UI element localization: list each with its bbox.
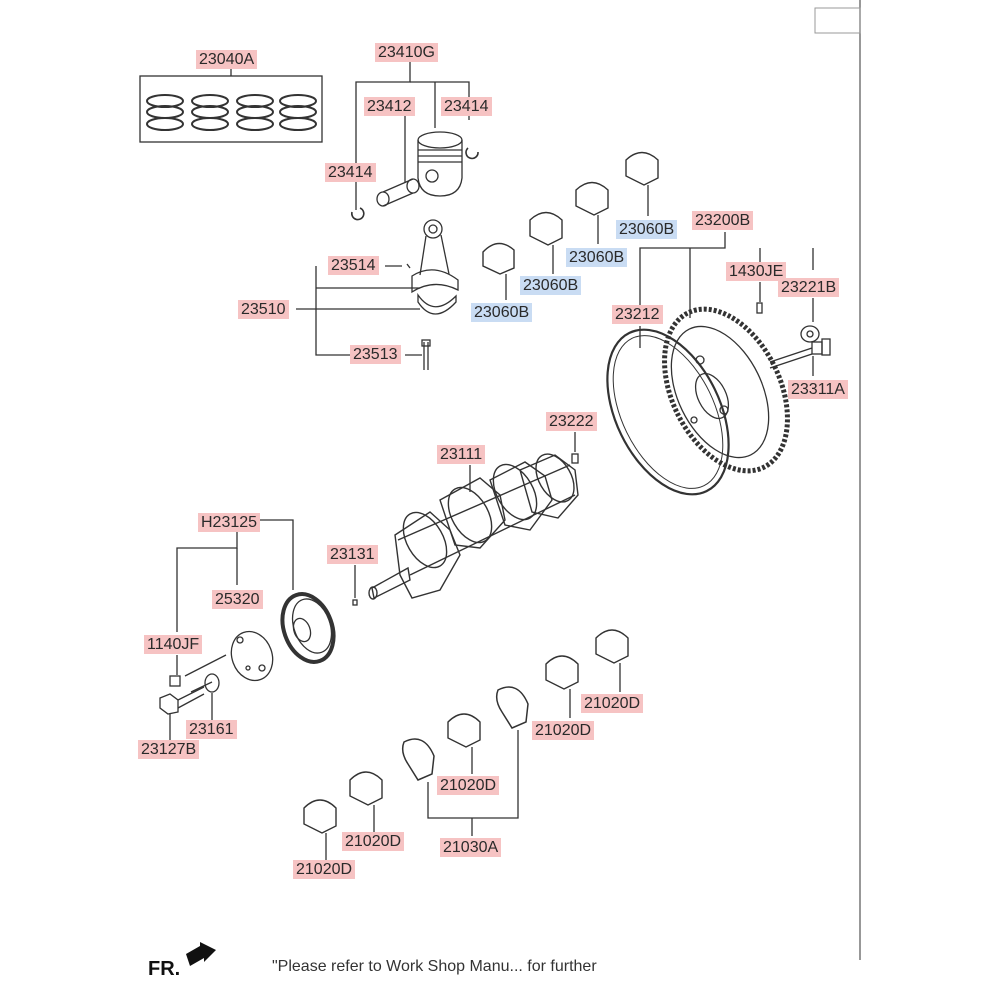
piston-ring-set (139, 68, 323, 143)
label-23131[interactable]: 23131 (327, 545, 378, 564)
flywheel-bolts (769, 338, 831, 369)
footer-note: "Please refer to Work Shop Manu... for f… (272, 958, 597, 975)
pulley-hub (230, 630, 274, 682)
connecting-rod (406, 219, 459, 315)
label-23414-right[interactable]: 23414 (441, 97, 492, 116)
label-23200b[interactable]: 23200B (692, 211, 754, 230)
label-21020d-2[interactable]: 21020D (532, 721, 595, 740)
label-23161[interactable]: 23161 (186, 720, 237, 739)
snap-ring-right (465, 147, 479, 160)
crankshaft (368, 453, 579, 600)
dowel-pin (571, 453, 579, 464)
thrust-bearing-shells (401, 686, 529, 781)
label-23221b[interactable]: 23221B (778, 278, 840, 297)
ring-gear (606, 328, 730, 496)
label-21020d-5[interactable]: 21020D (293, 860, 356, 879)
pulley-bolt (159, 686, 205, 715)
washer (204, 673, 220, 693)
piston (417, 131, 463, 197)
damper-pulley (280, 592, 336, 664)
label-1430je[interactable]: 1430JE (726, 262, 787, 281)
front-indicator: FR. (148, 958, 181, 980)
label-23222[interactable]: 23222 (546, 412, 597, 431)
page-corner-box (814, 7, 861, 34)
label-21020d-1[interactable]: 21020D (581, 694, 644, 713)
label-23111[interactable]: 23111 (437, 445, 486, 464)
label-23212[interactable]: 23212 (612, 305, 663, 324)
label-23513[interactable]: 23513 (350, 345, 401, 364)
main-bearing-shells (303, 629, 629, 834)
front-arrow-icon (186, 942, 216, 966)
crank-key (352, 599, 358, 606)
label-23514[interactable]: 23514 (328, 256, 379, 275)
reinforcement-plate (800, 325, 820, 343)
bolt-1140jf (169, 675, 181, 687)
snap-ring-left (351, 207, 365, 221)
piston-pin (376, 178, 420, 207)
label-25320[interactable]: 25320 (212, 590, 263, 609)
label-23414-left[interactable]: 23414 (325, 163, 376, 182)
label-1140jf[interactable]: 1140JF (144, 635, 203, 654)
flywheel (662, 306, 790, 474)
label-23311a[interactable]: 23311A (788, 380, 848, 399)
label-23040a[interactable]: 23040A (196, 50, 258, 69)
label-21030a[interactable]: 21030A (440, 838, 502, 857)
label-23410g[interactable]: 23410G (375, 43, 438, 62)
conrod-bolt (421, 339, 431, 370)
label-h23125[interactable]: H23125 (198, 513, 261, 532)
label-23510[interactable]: 23510 (238, 300, 289, 319)
label-21020d-4[interactable]: 21020D (342, 832, 405, 851)
pin-1430je (756, 302, 763, 314)
label-23060b-2[interactable]: 23060B (520, 276, 582, 295)
label-23060b-4[interactable]: 23060B (616, 220, 678, 239)
label-23060b-3[interactable]: 23060B (566, 248, 628, 267)
label-23412[interactable]: 23412 (364, 97, 415, 116)
label-21020d-3[interactable]: 21020D (437, 776, 500, 795)
label-23127b[interactable]: 23127B (138, 740, 200, 759)
conrod-bearing-shells (482, 151, 659, 275)
label-23060b-1[interactable]: 23060B (471, 303, 533, 322)
